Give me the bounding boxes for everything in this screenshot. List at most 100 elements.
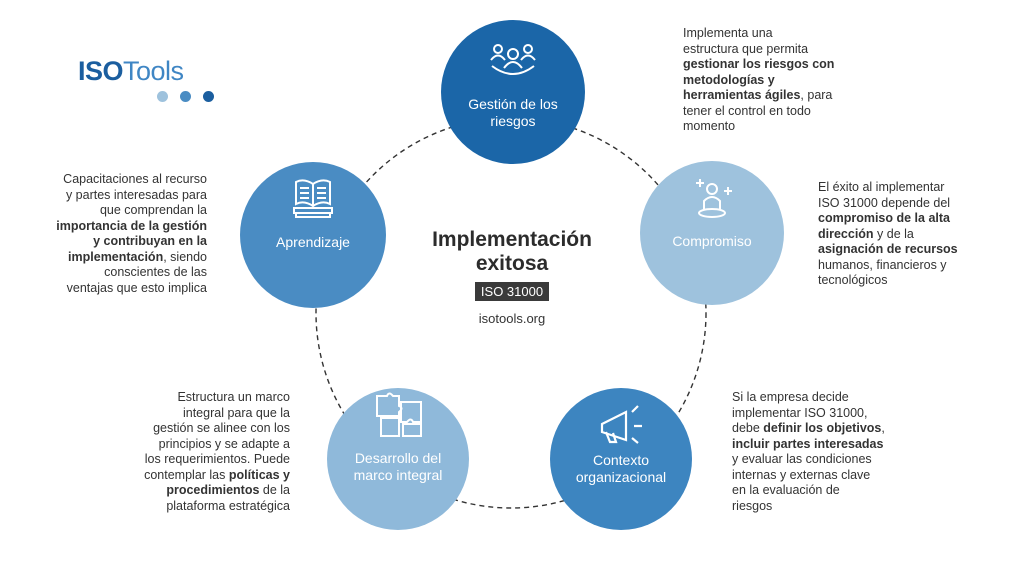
puzzle-icon xyxy=(376,392,422,437)
description-line: contemplar las políticas y xyxy=(144,467,290,482)
description-text: humanos, financieros y xyxy=(818,257,947,272)
description-bold-text: dirección xyxy=(818,226,874,241)
description-text: Implementa una xyxy=(683,26,773,40)
description-line: estructura que permita xyxy=(683,42,858,58)
logo-iso-text: ISO xyxy=(78,56,124,86)
logo-dot xyxy=(157,91,168,102)
node-label-line1: Contexto xyxy=(592,452,650,468)
description-line: y contribuyan en la xyxy=(40,234,207,250)
node-label-line2: organizacional xyxy=(575,469,667,485)
description-line: los requerimientos. Puede xyxy=(120,452,290,468)
description-line: gestionar los riesgos con xyxy=(683,57,858,73)
description-line: plataforma estratégica xyxy=(120,499,290,515)
isotools-logo: ISOTools xyxy=(78,56,218,102)
description-bold-text: importancia de la gestión xyxy=(56,218,207,233)
description-line: y partes interesadas para xyxy=(40,188,207,204)
megaphone-icon xyxy=(600,405,642,444)
node-aprendizaje: Aprendizaje xyxy=(240,162,386,308)
description-line: procedimientos de la xyxy=(166,483,290,497)
description-text: los requerimientos. Puede xyxy=(144,452,290,466)
people-group-icon xyxy=(490,44,536,75)
description-line: tecnológicos xyxy=(818,273,998,289)
description-text: momento xyxy=(683,119,736,133)
description-line: importancia de la gestión xyxy=(40,219,207,235)
description-line: incluir partes interesadas xyxy=(732,437,912,453)
description-text: Capacitaciones al recurso xyxy=(63,172,207,186)
description-text: ventajas que esto implica xyxy=(66,280,207,295)
description-bold-text: asignación de recursos xyxy=(818,242,958,256)
description-line: tener el control en todo xyxy=(683,104,858,120)
center-url: isotools.org xyxy=(478,311,546,326)
logo-dot xyxy=(180,91,191,102)
description-text: tecnológicos xyxy=(818,273,888,287)
person-plus-icon xyxy=(696,179,732,218)
description-line: gestión se alinee con los xyxy=(120,421,290,437)
description-text: gestión se alinee con los xyxy=(153,421,290,435)
node-label-line2: marco integral xyxy=(353,467,443,483)
description-text: tener el control en todo xyxy=(683,103,811,118)
description-line: Capacitaciones al recurso xyxy=(40,172,207,188)
description-line: y evaluar las condiciones xyxy=(732,452,912,468)
description-line: conscientes de las xyxy=(40,265,207,281)
description-line: riesgos xyxy=(732,499,912,515)
description-text: y partes interesadas para xyxy=(65,187,207,202)
description-line: asignación de recursos xyxy=(818,242,998,258)
description-text: riesgos xyxy=(732,498,773,513)
description-line: que comprendan la xyxy=(40,203,207,219)
description-text: en la evaluación de xyxy=(732,483,840,497)
description-text: estructura que permita xyxy=(683,41,809,56)
description-line: metodologías y xyxy=(683,73,858,89)
center-title-line2: exitosa xyxy=(475,252,549,275)
description-text: principios y se adapte a xyxy=(158,436,290,451)
description-line: Estructura un marco xyxy=(120,390,290,406)
description-line: ISO 31000 depende del xyxy=(818,196,998,212)
description-text: integral para que la xyxy=(182,405,290,420)
description-line: debe definir los objetivos, xyxy=(732,421,885,435)
node-contexto-organizacional: Contexto organizacional xyxy=(550,388,692,530)
description-line: integral para que la xyxy=(120,406,290,422)
description-line: momento xyxy=(683,119,858,135)
description-text: internas y externas clave xyxy=(732,467,871,482)
description-text: El éxito al implementar xyxy=(818,180,945,194)
center-block: Implementación exitosa ISO 31000 isotool… xyxy=(400,228,624,326)
description-text: implementar ISO 31000, xyxy=(732,405,868,420)
description-line: ventajas que esto implica xyxy=(40,281,207,297)
node-label-line2: riesgos xyxy=(490,113,536,129)
description-line: Si la empresa decide xyxy=(732,390,912,406)
description-text: plataforma estratégica xyxy=(166,498,290,513)
description-bold-text: implementación xyxy=(68,249,164,264)
description-line: El éxito al implementar xyxy=(818,180,998,196)
node-label-line1: Desarrollo del xyxy=(354,450,442,466)
description-line: internas y externas clave xyxy=(732,468,912,484)
description-bold-text: y contribuyan en la xyxy=(93,234,207,248)
center-title-line1: Implementación xyxy=(432,228,592,251)
node-compromiso: Compromiso xyxy=(640,161,784,305)
node-label-line1: Compromiso xyxy=(672,233,752,249)
description-line: humanos, financieros y xyxy=(818,258,998,274)
description-text: y evaluar las condiciones xyxy=(732,452,872,466)
description-text: Si la empresa decide xyxy=(732,390,849,404)
iso-badge: ISO 31000 xyxy=(474,282,550,301)
description-line: herramientas ágiles, para xyxy=(683,88,833,102)
description-line: dirección y de la xyxy=(818,226,914,241)
description-line: en la evaluación de xyxy=(732,483,912,499)
description-text: conscientes de las xyxy=(104,265,207,279)
description-bold-text: herramientas ágiles xyxy=(683,88,801,102)
description-bold-text: compromiso de la alta xyxy=(818,211,950,225)
logo-dot xyxy=(203,91,214,102)
description-text: ISO 31000 depende del xyxy=(818,195,951,210)
book-icon xyxy=(293,179,333,218)
description-bold-text: metodologías y xyxy=(683,72,775,87)
node-gestion-riesgos: Gestión de los riesgos xyxy=(441,20,585,164)
description-bold-text: políticas y xyxy=(228,467,290,482)
description-bold-text: gestionar los riesgos con xyxy=(683,57,835,71)
description-bold-text: definir los objetivos xyxy=(763,421,882,435)
description-line: Implementa una xyxy=(683,26,858,42)
description-line: implementación, siendo xyxy=(68,249,207,264)
node-label-line1: Aprendizaje xyxy=(276,234,350,250)
